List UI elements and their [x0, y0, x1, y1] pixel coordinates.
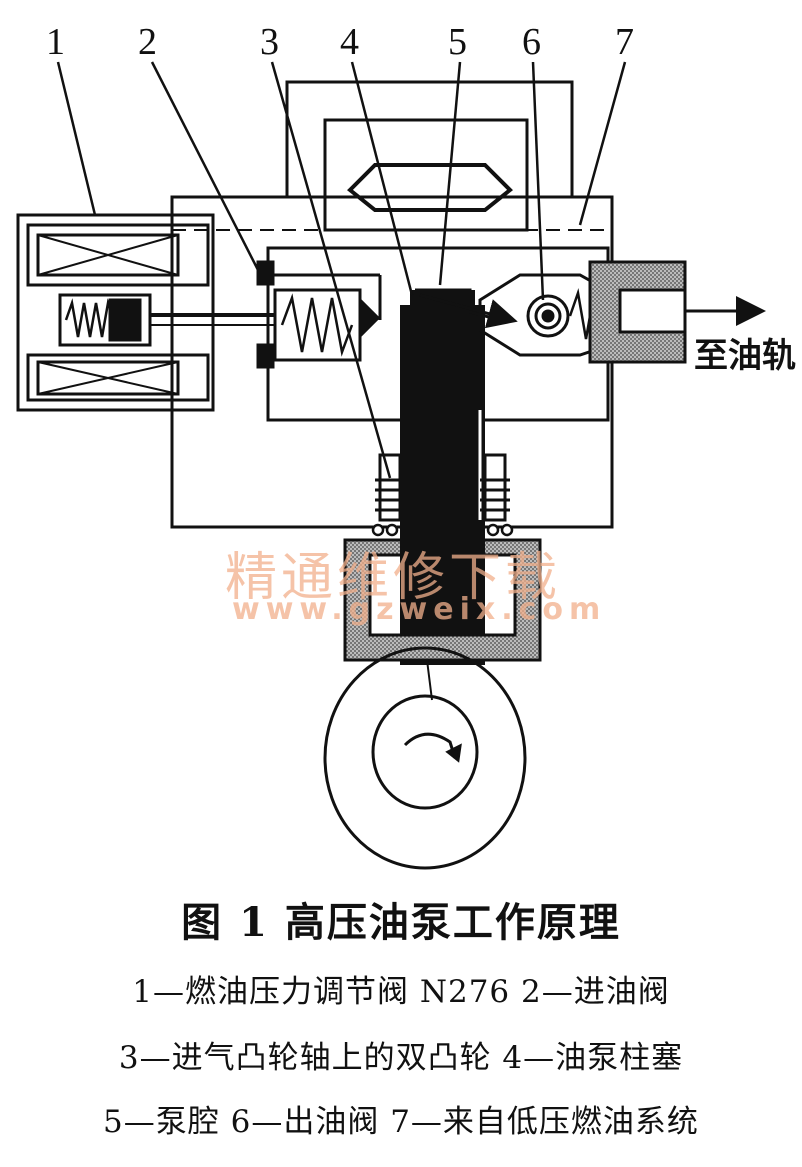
- legend-line: 1—燃油压力调节阀 N276 2—进油阀: [132, 974, 670, 1010]
- leader-lines: [56, 61, 627, 479]
- callout-6: 6: [522, 21, 541, 63]
- watermark-url: www.gzweix.com: [232, 592, 607, 627]
- legend-line: 3—进气凸轮轴上的双凸轮 4—油泵柱塞: [118, 1040, 684, 1076]
- callout-7: 7: [615, 21, 634, 63]
- callout-1: 1: [46, 21, 65, 63]
- double-cam: [323, 646, 527, 870]
- legend-line: 5—泵腔 6—出油阀 7—来自低压燃油系统: [103, 1104, 699, 1140]
- watermark-text: 精通维修下载: [225, 548, 562, 608]
- figure-title: 图 1 高压油泵工作原理: [181, 899, 621, 946]
- callout-4: 4: [340, 21, 359, 63]
- callout-5: 5: [448, 21, 467, 63]
- callout-2: 2: [138, 21, 157, 63]
- outlet-fitting: [588, 260, 766, 364]
- pump-cross-section-diagram: [16, 61, 766, 870]
- outlet-label: 至油轨: [694, 336, 796, 376]
- callout-3: 3: [260, 21, 279, 63]
- pressure-regulator-valve: [16, 213, 275, 412]
- pump-chamber: [415, 288, 518, 329]
- roller-tappet: [343, 538, 542, 662]
- inlet-valve: [256, 260, 381, 369]
